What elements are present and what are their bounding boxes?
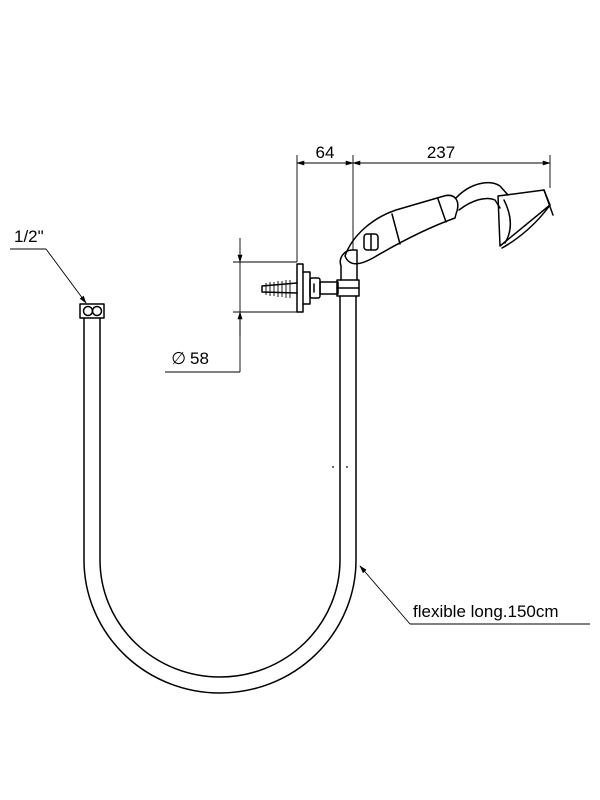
half-inch-connector — [79, 303, 105, 319]
connection-size-label: 1/2" — [14, 227, 44, 246]
hose-length-callout: flexible long.150cm — [359, 565, 590, 625]
hose-length-label: flexible long.150cm — [413, 602, 559, 621]
diameter-symbol: ∅ — [171, 349, 186, 368]
hose-connector — [336, 249, 360, 297]
screw-thread — [265, 280, 291, 298]
dimension-64-label: 64 — [316, 143, 335, 162]
dot-mark — [332, 466, 334, 468]
hand-shower — [344, 182, 554, 265]
dimension-diameter-58: ∅ 58 — [165, 238, 297, 373]
flexible-hose — [83, 295, 357, 694]
dimension-237: 237 — [352, 143, 551, 188]
dot-mark — [346, 466, 348, 468]
dimension-58-label: 58 — [190, 349, 209, 368]
connection-callout: 1/2" — [10, 227, 87, 304]
dimension-237-label: 237 — [427, 143, 455, 162]
dimension-64: 64 — [296, 143, 354, 262]
wall-bracket — [261, 263, 339, 313]
